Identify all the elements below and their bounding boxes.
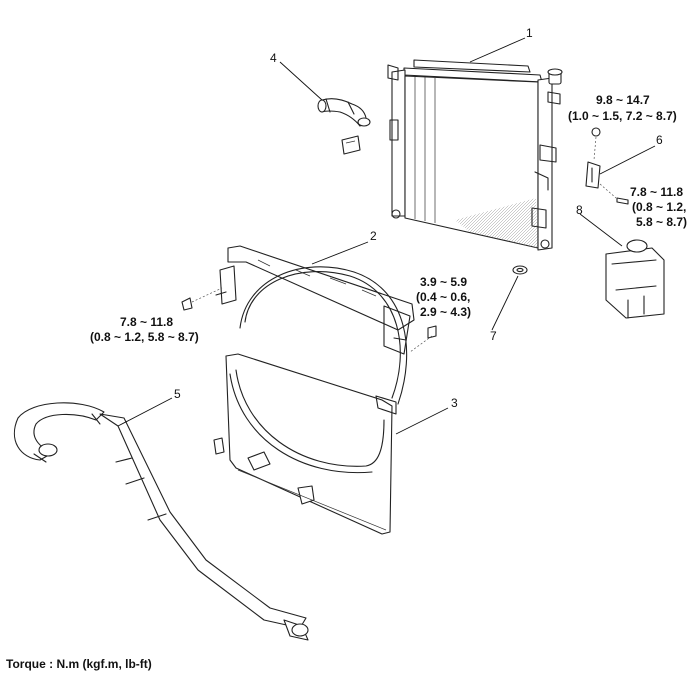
callout-6: 6 [656,133,663,147]
torque-spec-shroud-left-line1: 7.8 ~ 11.8 [120,315,173,329]
callout-1: 1 [526,26,533,40]
reservoir-bracket-icon [585,127,601,189]
bolt-icon [599,183,629,205]
fan-shroud-upper-icon [215,245,415,405]
bolt-icon [181,287,223,311]
mounting-grommet-icon [512,265,528,275]
torque-units-footnote: Torque : N.m (kgf.m, lb-ft) [6,657,152,671]
leader-lines [117,37,656,435]
bolt-icon [409,325,437,353]
torque-spec-shroud-right-line3: 2.9 ~ 4.3) [420,305,471,319]
torque-spec-shroud-right-line2: (0.4 ~ 0.6, [416,290,470,304]
callout-4: 4 [270,51,277,65]
torque-spec-bracket-bolt-line1: 7.8 ~ 11.8 [630,185,683,199]
radiator-icon [387,59,563,251]
torque-spec-cap-bolt-line1: 9.8 ~ 14.7 [596,93,650,107]
fan-shroud-lower-icon [213,353,397,535]
upper-hose-icon [317,98,371,155]
lower-hose-icon [13,402,309,641]
callout-8: 8 [576,203,583,217]
callout-2: 2 [370,229,377,243]
torque-spec-shroud-left-line2: (0.8 ~ 1.2, 5.8 ~ 8.7) [90,330,199,344]
torque-spec-bracket-bolt-line3: 5.8 ~ 8.7) [636,215,687,229]
callout-3: 3 [451,396,458,410]
torque-spec-bracket-bolt-line2: (0.8 ~ 1.2, [632,200,686,214]
callout-7: 7 [490,329,497,343]
torque-spec-shroud-right-line1: 3.9 ~ 5.9 [420,275,467,289]
reservoir-tank-icon [605,239,665,319]
torque-spec-cap-bolt-line2: (1.0 ~ 1.5, 7.2 ~ 8.7) [568,109,677,123]
callout-5: 5 [174,387,181,401]
